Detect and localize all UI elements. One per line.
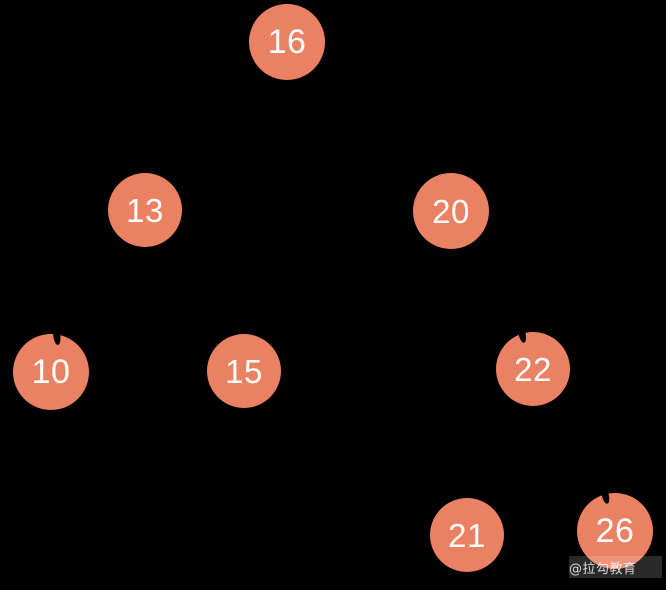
tree-node-15[interactable]: 15 bbox=[207, 334, 281, 408]
tree-node-22[interactable]: 22 bbox=[496, 332, 570, 406]
tree-node-16[interactable]: 16 bbox=[249, 4, 325, 80]
tree-node-26[interactable]: 26 bbox=[577, 493, 653, 569]
tree-node-13[interactable]: 13 bbox=[108, 173, 182, 247]
tree-node-label: 10 bbox=[31, 353, 71, 391]
tree-node-label: 15 bbox=[225, 352, 263, 390]
tree-node-21[interactable]: 21 bbox=[430, 498, 504, 572]
tree-node-label: 16 bbox=[267, 23, 307, 61]
tree-node-label: 13 bbox=[126, 191, 164, 229]
tree-node-label: 20 bbox=[432, 192, 470, 230]
tree-node-label: 22 bbox=[514, 350, 552, 388]
tree-node-label: 26 bbox=[595, 512, 635, 550]
tree-node-label: 21 bbox=[448, 516, 486, 554]
tree-node-10[interactable]: 10 bbox=[13, 334, 89, 410]
tree-node-20[interactable]: 20 bbox=[413, 173, 489, 249]
